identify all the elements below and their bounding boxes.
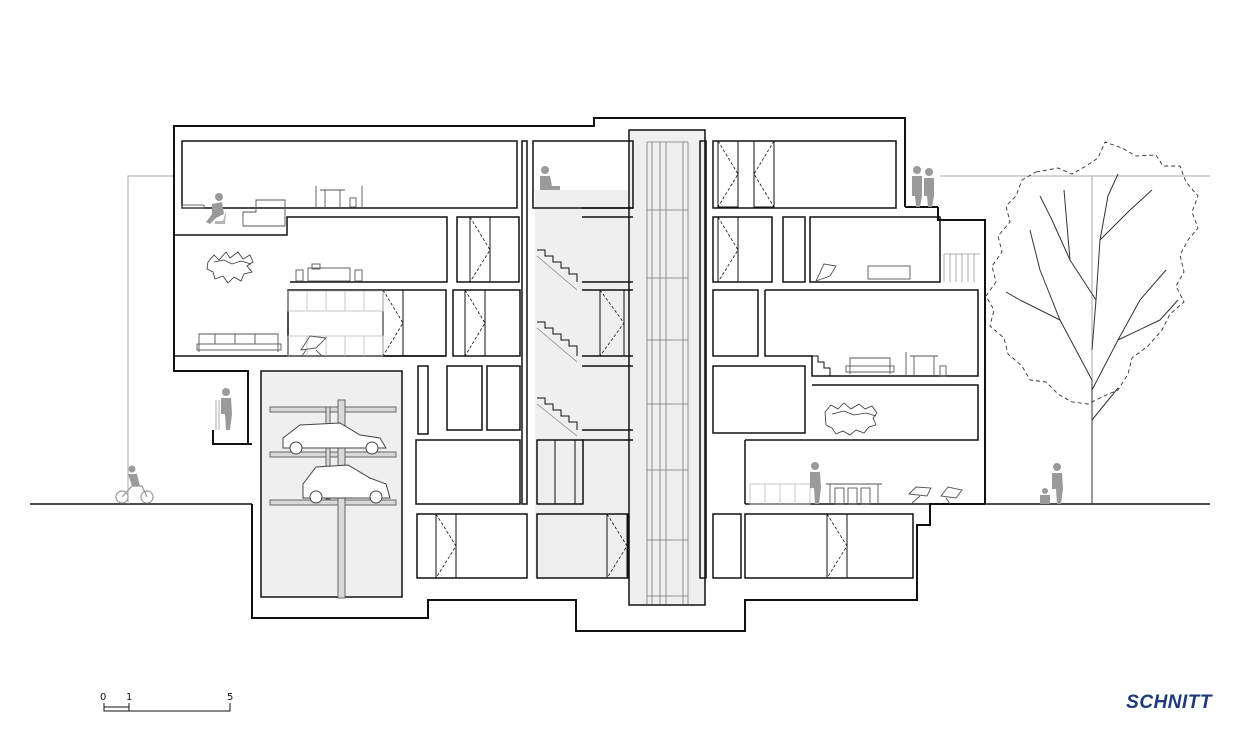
railings: [215, 253, 980, 430]
cyclist-icon: [115, 465, 154, 504]
stair-icon: [537, 249, 831, 430]
elevator-shaft: [646, 141, 689, 604]
cabinets: [382, 140, 848, 579]
kitchen-cabinets: [287, 290, 811, 505]
person-icon: [206, 166, 1063, 504]
tree-icon: [985, 141, 1199, 504]
bed-icon: [307, 263, 351, 282]
scale-bar: [103, 703, 231, 712]
door-swings: [382, 140, 848, 579]
car-parking-lift: [269, 399, 397, 599]
scale-label-1: 1: [126, 692, 133, 703]
sofa-icon: [242, 199, 286, 227]
scale-label-0: 0: [100, 692, 107, 703]
stair-rail: [536, 255, 578, 437]
drawing-title: SCHNITT: [1126, 692, 1212, 713]
building-shell: [173, 117, 986, 632]
table-icon: [320, 189, 345, 207]
scale-label-5: 5: [227, 692, 234, 703]
gray-areas: [261, 130, 705, 605]
car-icon: [282, 422, 391, 504]
pendant-lamp-icon: [206, 251, 878, 436]
chair-icon: [300, 335, 327, 357]
furniture: [181, 186, 963, 505]
